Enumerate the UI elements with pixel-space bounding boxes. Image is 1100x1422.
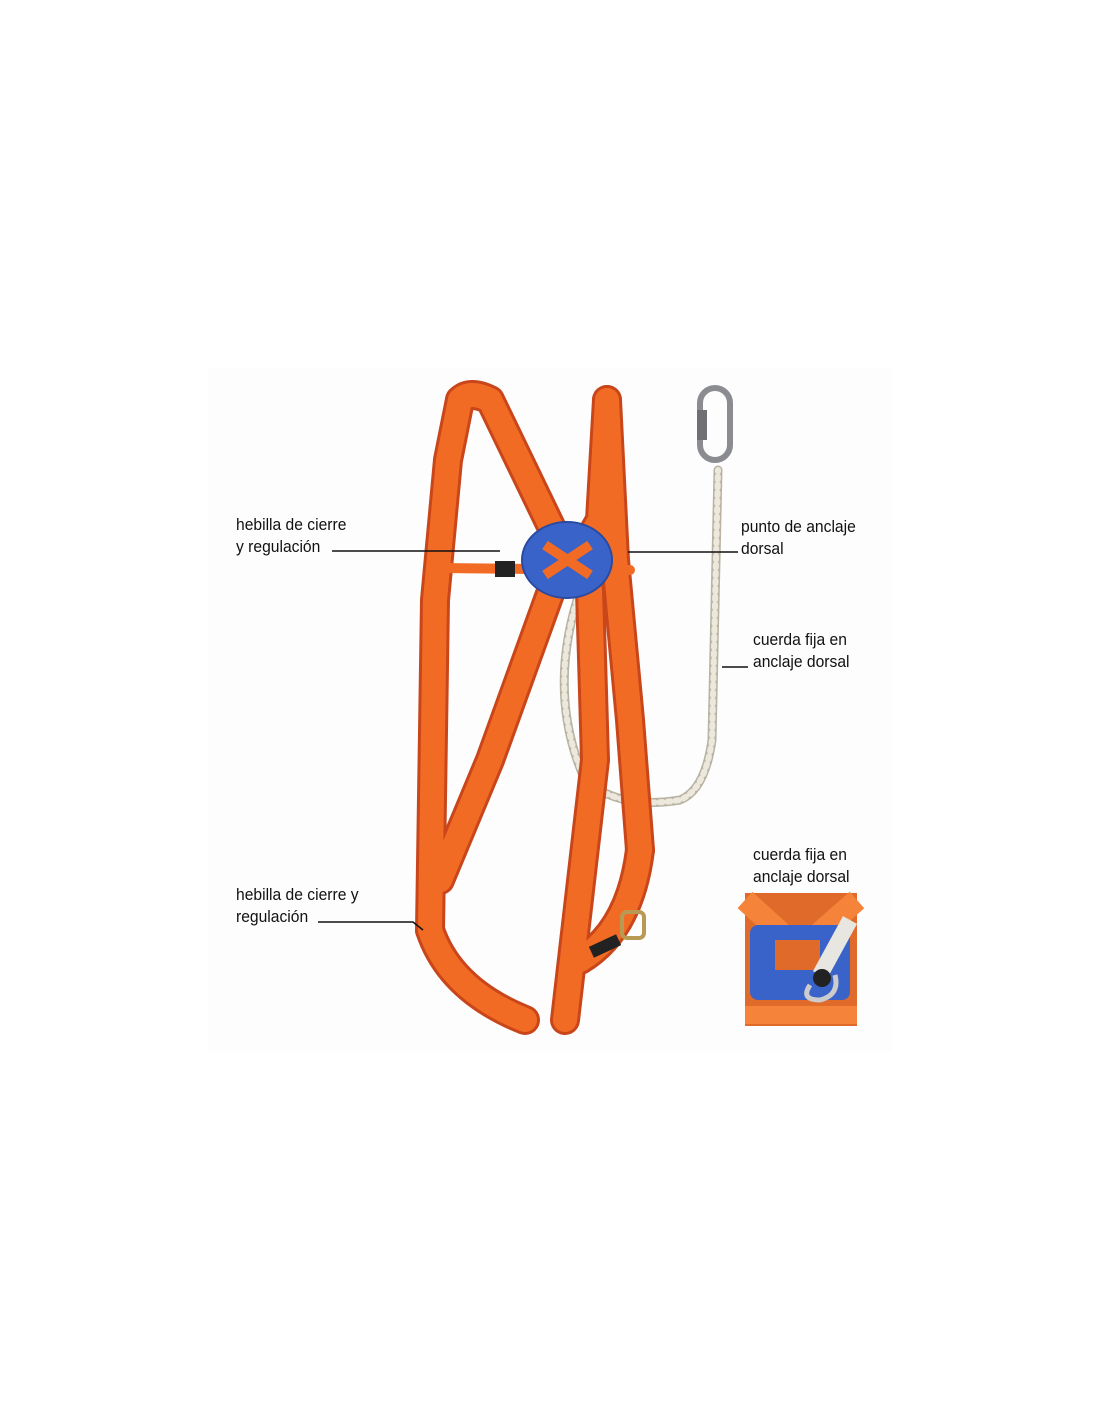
label-line: dorsal xyxy=(741,539,784,558)
label-leg-buckle: hebilla de cierre y regulación xyxy=(236,884,359,928)
label-line: anclaje dorsal xyxy=(753,867,850,886)
label-line: anclaje dorsal xyxy=(753,652,850,671)
label-line: regulación xyxy=(236,907,309,926)
left-leg-loop xyxy=(418,918,537,1032)
inset-detail-photo xyxy=(737,891,865,1026)
label-chest-buckle: hebilla de cierre y regulación xyxy=(236,514,346,558)
label-line: cuerda fija en xyxy=(753,845,847,864)
leg-buckle xyxy=(620,910,646,940)
label-line: cuerda fija en xyxy=(753,630,847,649)
label-rope: cuerda fija en anclaje dorsal xyxy=(753,629,850,673)
label-line: hebilla de cierre xyxy=(236,515,347,534)
label-line: punto de anclaje xyxy=(741,517,856,536)
label-dorsal-point: punto de anclaje dorsal xyxy=(741,516,856,560)
label-line: hebilla de cierre y xyxy=(236,885,359,904)
label-line: y regulación xyxy=(236,537,321,556)
label-inset: cuerda fija en anclaje dorsal xyxy=(753,844,850,888)
chest-buckle xyxy=(495,561,515,577)
